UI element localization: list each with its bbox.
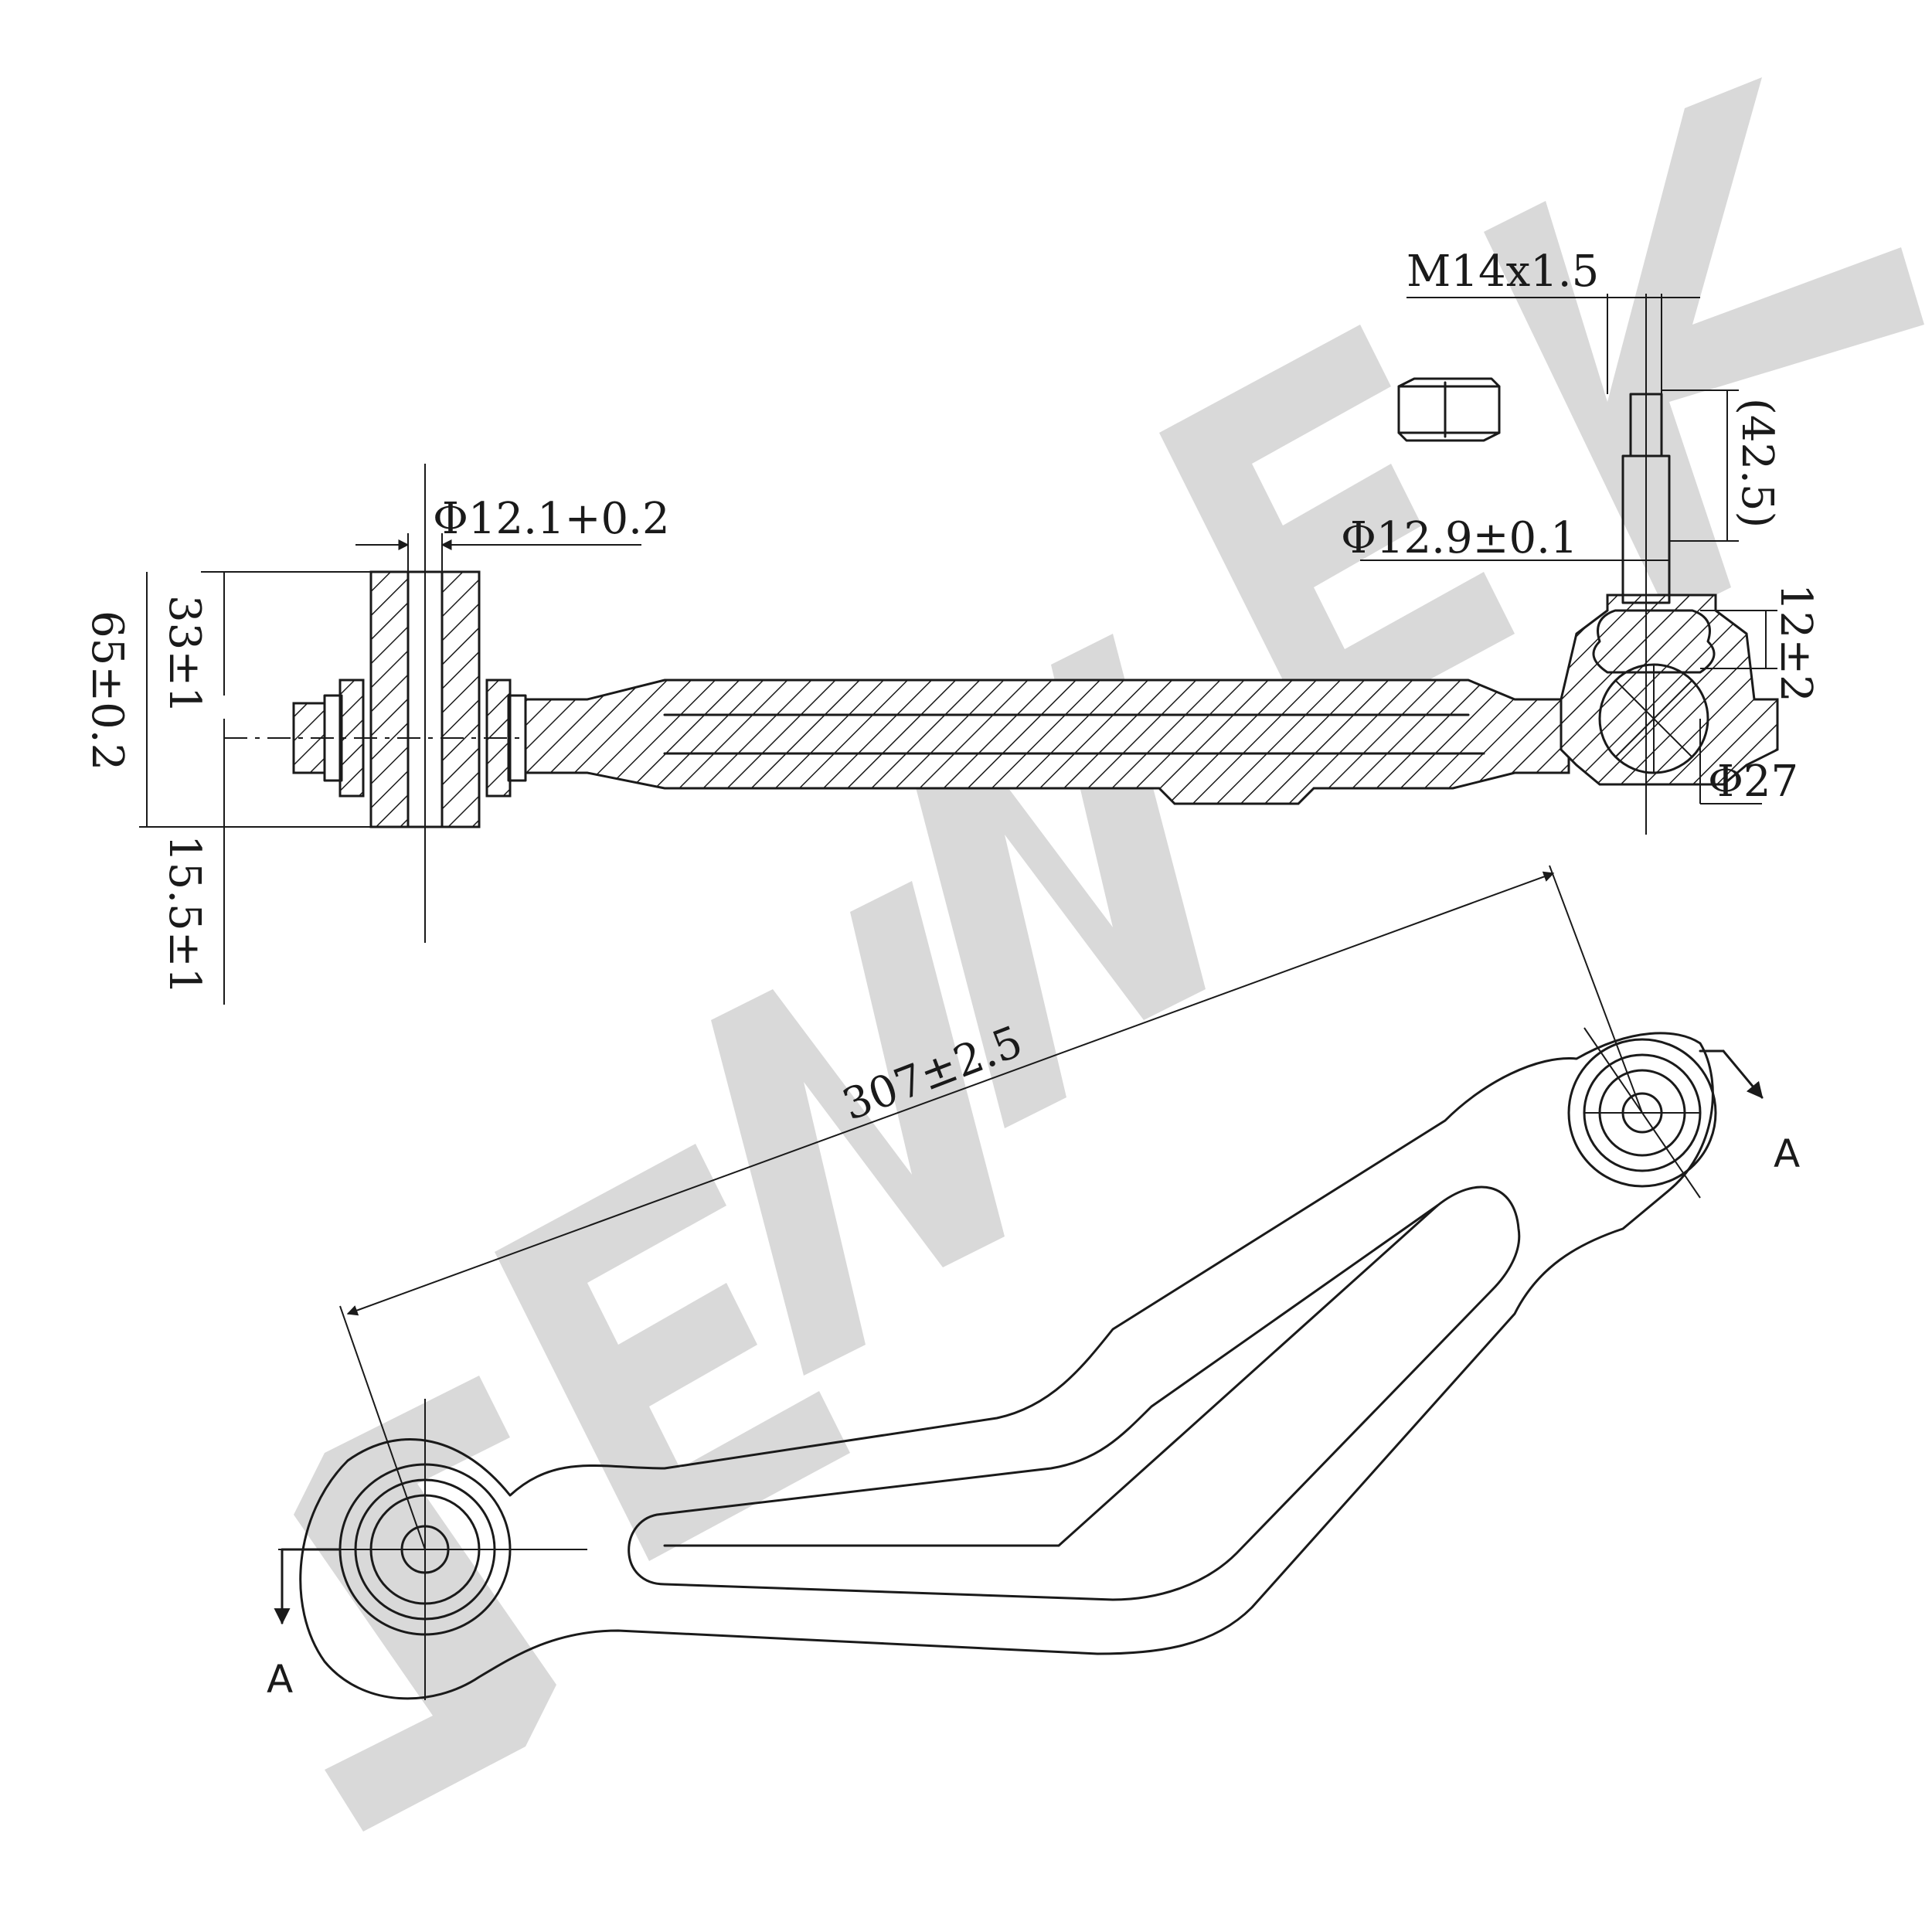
dim-bushing-total: 65±0.2 [82,572,371,828]
control-arm-side-view [299,1032,1714,1700]
section-mark-left: A [267,1548,342,1702]
dim-ball-diameter-label: Φ27 [1708,757,1798,807]
nut-icon [1397,377,1501,442]
dim-stud-length-label: (42.5) [1732,398,1782,528]
dim-bushing-lower-label: 15.5±1 [159,835,209,995]
dim-bore-diameter: Φ12.1+0.2 [355,494,670,572]
arm-inner-pocket [628,1185,1521,1601]
dim-ball-diameter: Φ27 [1699,719,1798,807]
right-eye [1567,1027,1717,1199]
watermark-logo [294,77,1924,1832]
bushing-outer-right [440,570,481,828]
bushing-section [224,464,541,943]
arm-section [524,679,1570,805]
dim-ball-height-label: 12±2 [1770,583,1821,702]
dim-thread-label: M14x1.5 [1406,247,1599,297]
dim-stud-length: (42.5) [1662,389,1782,542]
section-label-right: A [1774,1131,1800,1176]
ball-joint-section [1560,294,1779,835]
dim-thread: M14x1.5 [1406,247,1700,394]
section-label-left: A [267,1657,293,1702]
dim-stud-diameter-label: Φ12.9±0.1 [1341,513,1578,563]
dim-stud-diameter: Φ12.9±0.1 [1341,513,1669,563]
dim-bushing-total-label: 65±0.2 [82,611,132,770]
arm-outer-profile [299,1032,1714,1700]
section-mark-right: A [1699,1049,1800,1176]
dim-ball-height: 12±2 [1700,583,1821,702]
bushing-outer-left [369,570,410,828]
dim-bushing-upper-label: 33±1 [159,595,209,714]
dim-bore-diameter-label: Φ12.1+0.2 [433,494,670,544]
dim-bushing-lower: 15.5±1 [159,719,225,1005]
dim-bushing-upper: 33±1 [159,571,371,714]
